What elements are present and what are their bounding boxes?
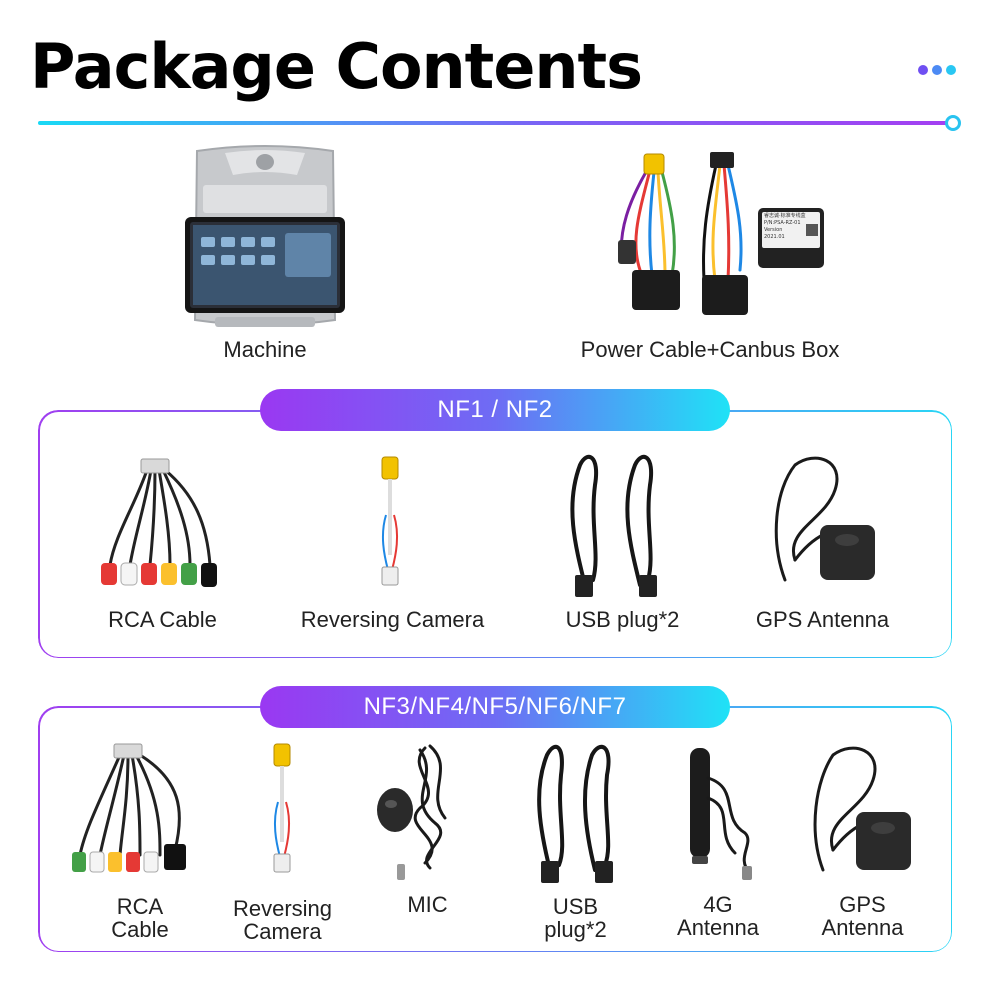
caption-line: plug*2 (544, 917, 607, 942)
caption-line: Camera (243, 919, 322, 944)
canbus-label: 睿志诚·标准专线盒 P/N:PSA-RZ-01 Version 2021.01 (764, 213, 806, 241)
caption-line: MIC (407, 892, 448, 917)
header-divider (38, 121, 948, 125)
nf37-item-caption: RCA Cable (80, 895, 200, 941)
4g-antenna-image (690, 748, 752, 880)
canbus-box-image (758, 208, 824, 268)
canbus-label-line: 睿志诚·标准专线盒 (764, 213, 806, 219)
caption-line: GPS (839, 892, 886, 917)
caption-line: Reversing (232, 896, 333, 921)
caption-line: 4G (703, 892, 733, 917)
reversing-camera-image (381, 456, 399, 586)
usb-plug-image (537, 744, 613, 883)
nf12-item-caption: RCA Cable (108, 607, 217, 632)
caption-line: Antenna (677, 915, 759, 940)
more-dots-icon (918, 62, 964, 75)
machine-caption: Machine (223, 337, 307, 362)
divider-end-dot (945, 115, 961, 131)
nf37-item-caption: Reversing Camera (215, 897, 350, 943)
canbus-label-line: Version (764, 227, 783, 233)
mic-image (377, 744, 447, 880)
nf37-item-caption: USB plug*2 (518, 895, 633, 941)
rca-cable-image (72, 743, 186, 873)
usb-plug-image (570, 454, 657, 597)
caption-line: Antenna (821, 915, 904, 940)
nf37-item-caption: 4G Antenna (658, 893, 778, 939)
power-cable-image (618, 152, 748, 315)
canbus-label-line: 2021.01 (764, 234, 785, 240)
machine-image (185, 145, 345, 327)
caption-line: RCA (116, 894, 164, 919)
caption-line: USB (552, 894, 599, 919)
nf37-item-caption: GPS Antenna (800, 893, 925, 939)
page-title: Package Contents (30, 30, 643, 103)
nf12-item-caption: GPS Antenna (755, 607, 890, 632)
caption-line: Cable (111, 917, 169, 942)
power-cable-caption: Power Cable+Canbus Box (580, 337, 840, 362)
nf37-item-caption: MIC (375, 893, 480, 916)
nf37-badge: NF3/NF4/NF5/NF6/NF7 (260, 686, 730, 728)
rca-cable-image (101, 458, 217, 587)
nf12-badge: NF1 / NF2 (260, 389, 730, 431)
gps-antenna-image (774, 456, 875, 582)
nf12-item-caption: USB plug*2 (565, 607, 680, 632)
nf37-panel (38, 706, 952, 952)
gps-antenna-image (813, 746, 911, 872)
canbus-label-line: P/N:PSA-RZ-01 (764, 220, 801, 226)
nf12-item-caption: Reversing Camera (300, 607, 485, 632)
reversing-camera-image (273, 743, 291, 873)
